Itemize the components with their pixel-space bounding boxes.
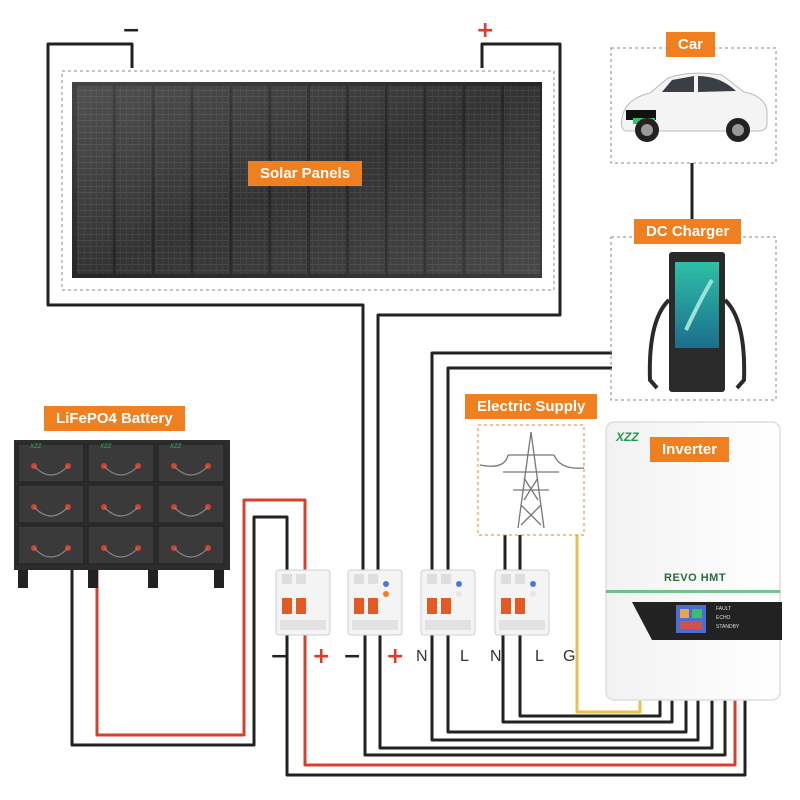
breaker-indicator xyxy=(383,581,389,587)
b4-g-terminal: G xyxy=(563,648,576,665)
wire-bus-4 xyxy=(378,635,714,750)
wire-charger-2 xyxy=(446,366,612,572)
panel-plus-symbol: + xyxy=(476,18,495,43)
wire-bus-1 xyxy=(285,635,747,777)
wire-bus-8 xyxy=(518,635,662,718)
battery-module xyxy=(87,525,155,565)
b4-l-terminal: L xyxy=(535,648,544,665)
dc-charger-box xyxy=(610,236,777,401)
wire-bus-3 xyxy=(363,635,727,757)
battery-cable xyxy=(33,465,69,476)
wire-panel-negative xyxy=(46,42,365,572)
battery-module xyxy=(157,525,225,565)
b3-l-terminal: L xyxy=(460,648,469,665)
wire-supply-g xyxy=(575,535,642,714)
battery-brand-3: XZZ xyxy=(170,444,182,450)
inverter-button-echo: ECHO xyxy=(716,615,731,621)
battery-label: LiFePO4 Battery xyxy=(44,406,185,431)
wire-charger-1 xyxy=(430,351,612,572)
solar-panels-label: Solar Panels xyxy=(248,161,363,186)
battery-brand-1: XZZ xyxy=(30,444,42,450)
dc-charger-label: DC Charger xyxy=(634,219,742,244)
battery-module xyxy=(87,484,155,524)
wire-panel-positive xyxy=(376,42,562,572)
battery-cable xyxy=(33,506,69,517)
breaker-group xyxy=(275,569,550,636)
circuit-breaker xyxy=(494,569,550,636)
inverter-brand: XZZ xyxy=(616,430,639,444)
car-label: Car xyxy=(666,32,716,57)
car-illustration xyxy=(621,72,768,142)
breaker-indicator xyxy=(530,591,536,597)
inverter-label: Inverter xyxy=(650,437,730,462)
battery-cable xyxy=(173,506,209,517)
battery-module xyxy=(17,484,85,524)
battery-cable xyxy=(103,547,139,558)
inverter-unit xyxy=(605,421,782,701)
charger-illustration xyxy=(647,252,747,392)
wire-bus-7 xyxy=(501,635,674,724)
circuit-breaker xyxy=(420,569,476,636)
battery-module xyxy=(157,484,225,524)
b4-n-terminal: N xyxy=(490,648,502,665)
inverter-button-fault: FAULT xyxy=(716,606,732,612)
battery-cable xyxy=(33,547,69,558)
electric-supply-box xyxy=(477,424,585,536)
battery-brand-2: XZZ xyxy=(100,444,112,450)
breaker-indicator xyxy=(530,581,536,587)
battery-rack xyxy=(14,440,230,588)
power-tower-illustration xyxy=(479,431,585,529)
breaker-indicator xyxy=(383,591,389,597)
wire-battery-red xyxy=(95,498,307,737)
circuit-breaker xyxy=(275,569,331,636)
battery-module xyxy=(157,443,225,483)
b1-minus-terminal: − xyxy=(270,644,289,669)
b2-minus-terminal: − xyxy=(343,644,362,669)
breaker-indicator xyxy=(456,581,462,587)
wire-bus-6 xyxy=(446,635,688,734)
b2-plus-terminal: + xyxy=(386,644,405,669)
inverter-button-standby: STANDBY xyxy=(716,624,740,630)
breaker-indicator xyxy=(456,591,462,597)
b3-n-terminal: N xyxy=(416,648,428,665)
battery-module xyxy=(17,525,85,565)
battery-cable xyxy=(103,465,139,476)
inverter-model: REVO HMT xyxy=(664,572,727,584)
car-box xyxy=(610,47,777,164)
wire-bus-2-red xyxy=(303,635,737,767)
battery-cable xyxy=(103,506,139,517)
solar-panel-array xyxy=(61,70,555,291)
b1-plus-terminal: + xyxy=(312,644,331,669)
battery-module xyxy=(17,443,85,483)
wiring xyxy=(46,42,747,777)
battery-module xyxy=(87,443,155,483)
panel-minus-symbol: − xyxy=(122,18,141,43)
wire-bus-5 xyxy=(430,635,700,742)
circuit-breaker xyxy=(347,569,403,636)
electric-supply-label: Electric Supply xyxy=(465,394,598,419)
battery-cable xyxy=(173,465,209,476)
wire-battery-black xyxy=(70,515,289,747)
battery-cable xyxy=(173,547,209,558)
